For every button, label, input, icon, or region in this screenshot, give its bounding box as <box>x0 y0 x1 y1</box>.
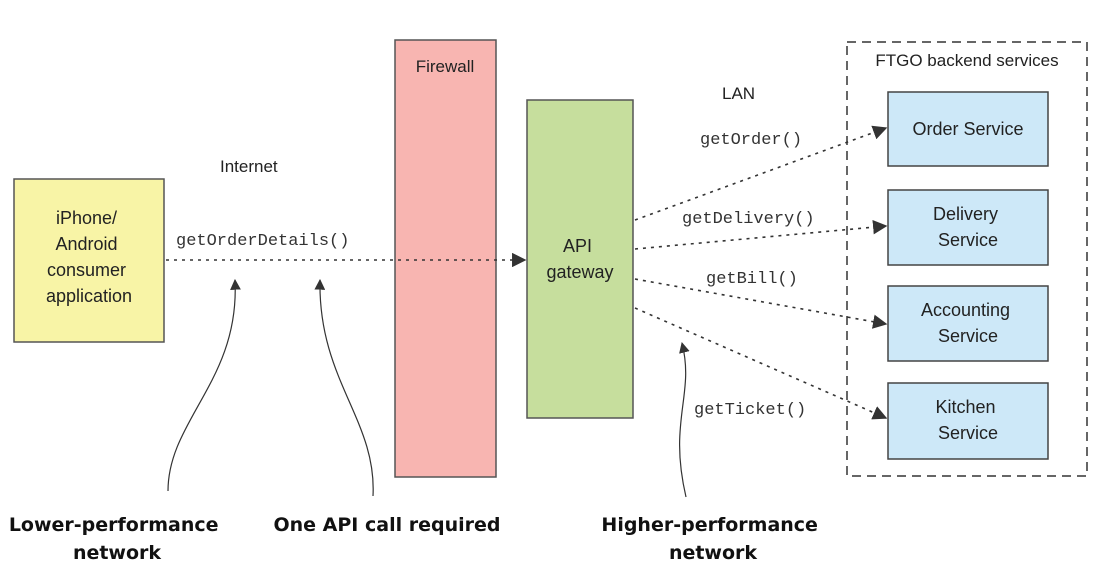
order-service-node: Order Service <box>887 91 1049 167</box>
get-order-label: getOrder() <box>700 131 802 150</box>
client-application-label: iPhone/ Android consumer application <box>46 208 132 306</box>
kitchen-service-box <box>887 382 1049 460</box>
order-service-label: Order Service <box>912 119 1023 139</box>
lan-label: LAN <box>722 84 755 103</box>
delivery-service-label: Delivery Service <box>933 204 1003 250</box>
kitchen-service-label: Kitchen Service <box>935 397 1000 443</box>
api-gateway-node: API gateway <box>526 99 634 419</box>
api-gateway-label: API gateway <box>546 236 613 282</box>
get-bill-label: getBill() <box>706 270 798 289</box>
lower-performance-annotation: Lower-performance network <box>9 514 225 564</box>
client-call-label: getOrderDetails() <box>176 232 349 251</box>
firewall-node: Firewall <box>394 39 497 478</box>
kitchen-service-node: Kitchen Service <box>887 382 1049 460</box>
accounting-service-box <box>887 285 1049 362</box>
gateway-calls-connectors: getOrder() getDelivery() getBill() getTi… <box>634 125 888 420</box>
higher-performance-annotation: Higher-performance network <box>601 514 824 564</box>
firewall-box <box>394 39 497 478</box>
delivery-service-node: Delivery Service <box>887 189 1049 266</box>
higher-performance-pointer <box>679 341 690 498</box>
order-service-box <box>887 91 1049 167</box>
backend-services-boundary <box>846 41 1088 477</box>
firewall-label: Firewall <box>416 57 475 76</box>
get-delivery-label: getDelivery() <box>682 210 815 229</box>
get-ticket-label: getTicket() <box>694 401 806 420</box>
client-application-box <box>13 178 165 343</box>
api-gateway-box <box>526 99 634 419</box>
client-application-node: iPhone/ Android consumer application <box>13 178 165 343</box>
backend-services-title: FTGO backend services <box>875 51 1058 70</box>
delivery-service-box <box>887 189 1049 266</box>
client-call-connector: getOrderDetails() <box>166 232 527 268</box>
backend-services-group: FTGO backend services Order Service Deli… <box>846 41 1088 477</box>
get-delivery-arrow <box>634 220 888 250</box>
get-bill-arrow <box>634 278 888 329</box>
one-api-call-pointer <box>314 278 374 497</box>
one-api-call-annotation: One API call required <box>274 514 501 536</box>
get-ticket-arrow <box>634 307 888 420</box>
accounting-service-label: Accounting Service <box>921 300 1015 346</box>
lower-performance-pointer <box>167 278 241 492</box>
accounting-service-node: Accounting Service <box>887 285 1049 362</box>
internet-label: Internet <box>220 157 278 176</box>
